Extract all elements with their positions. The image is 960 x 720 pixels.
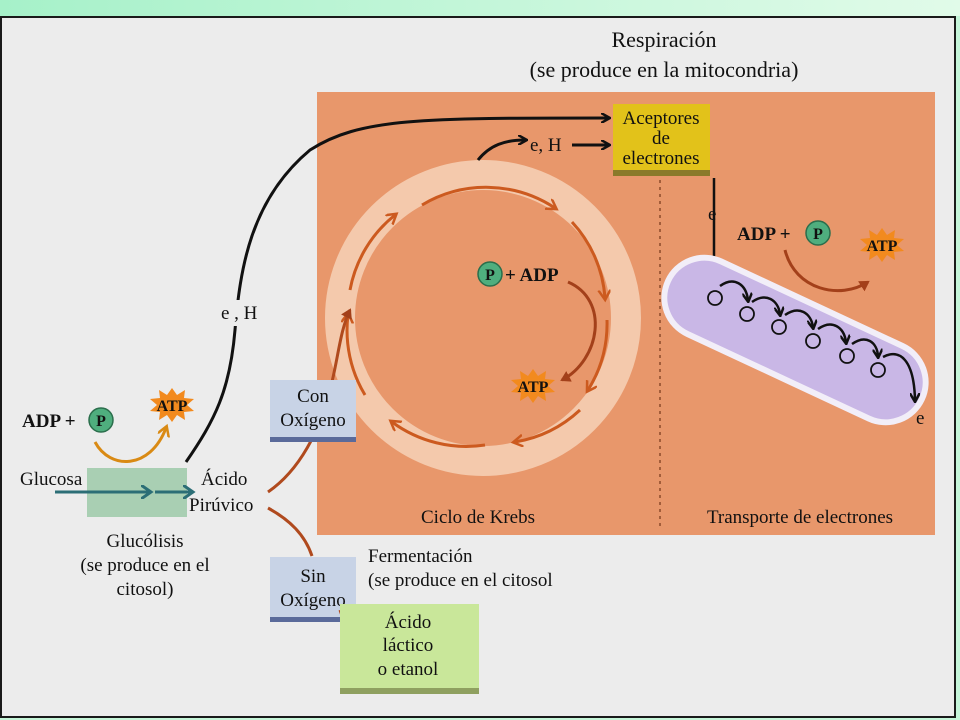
product-box-bar xyxy=(340,688,479,694)
acceptors-line1: Aceptores xyxy=(622,108,699,129)
glycolysis-label-2: (se produce en el xyxy=(80,555,209,576)
transport-e-out: e xyxy=(916,408,924,429)
acceptors-line3: electrones xyxy=(622,148,699,169)
product-line1: Ácido xyxy=(385,611,431,633)
atp-burst-icon xyxy=(150,388,194,422)
transport-membrane xyxy=(661,254,929,426)
eh-label-bg xyxy=(218,300,270,326)
phosphate-label: P xyxy=(813,226,823,243)
krebs-atp-arrow xyxy=(560,280,597,382)
top-band xyxy=(0,0,960,16)
glycolysis-atp-label: ATP xyxy=(157,398,188,415)
product-line3: o etanol xyxy=(378,659,439,680)
phosphate-label: P xyxy=(485,267,495,284)
without-oxygen-line2: Oxígeno xyxy=(280,590,345,611)
fermentation-title: Fermentación xyxy=(368,546,473,567)
glucose-label: Glucosa xyxy=(20,469,83,490)
krebs-atp-burst: ATP xyxy=(511,369,555,403)
transport-e-in: e xyxy=(708,204,716,225)
krebs-phosphate: P xyxy=(477,261,503,287)
transport-phosphate: P xyxy=(805,220,831,246)
atp-burst-icon xyxy=(511,369,555,403)
glycolysis-electron-path xyxy=(184,118,608,463)
krebs-ring xyxy=(325,160,641,476)
krebs-atp-label: ATP xyxy=(518,379,549,396)
respiration-title: Respiración xyxy=(611,27,716,52)
krebs-adp-label: + ADP xyxy=(505,265,559,286)
glycolysis-atp-burst: ATP xyxy=(150,388,194,422)
phosphate-icon xyxy=(477,261,503,287)
with-oxygen-box xyxy=(270,380,356,439)
krebs-to-acceptors-arrow xyxy=(476,140,525,161)
glycolysis-label-1: Glucólisis xyxy=(106,531,183,552)
pyruvic-line2: Pirúvico xyxy=(189,495,253,516)
glycolysis-label-3: citosol) xyxy=(117,579,174,600)
acceptors-line2: de xyxy=(652,128,670,149)
glycolysis-adp-label: ADP + xyxy=(22,411,76,432)
krebs-ring-arrows xyxy=(347,185,607,448)
lower-eh-label: e , H xyxy=(221,303,258,324)
transport-atp-burst: ATP xyxy=(860,228,904,262)
phosphate-icon xyxy=(805,220,831,246)
transport-label: Transporte de electrones xyxy=(707,507,893,528)
phosphate-icon xyxy=(88,407,114,433)
electron-carriers xyxy=(707,290,886,378)
product-line2: láctico xyxy=(383,635,434,656)
without-oxygen-box-bar xyxy=(270,617,356,622)
pyruvic-line1: Ácido xyxy=(201,468,247,490)
phosphate-label: P xyxy=(96,413,106,430)
upper-eh-label: e, H xyxy=(530,135,562,156)
transport-atp-arrow xyxy=(783,249,870,292)
with-oxygen-line1: Con xyxy=(297,386,329,407)
respiration-subtitle: (se produce en la mitocondria) xyxy=(530,57,799,82)
acceptors-box-shadow xyxy=(613,170,710,176)
with-oxygen-box-bar xyxy=(270,437,356,442)
electron-hops xyxy=(719,280,915,400)
pyruvic-to-fermentation-arrow xyxy=(267,506,314,557)
glycolysis-atp-arrow xyxy=(93,428,166,464)
fermentation-subtitle: (se produce en el citosol xyxy=(368,570,553,591)
transport-atp-label: ATP xyxy=(867,238,898,255)
product-box xyxy=(340,604,479,689)
atp-burst-icon xyxy=(860,228,904,262)
acceptors-box xyxy=(613,104,710,175)
glycolysis-phosphate: P xyxy=(88,407,114,433)
transport-adp-label: ADP + xyxy=(737,224,791,245)
with-oxygen-line2: Oxígeno xyxy=(280,410,345,431)
krebs-label: Ciclo de Krebs xyxy=(421,507,535,528)
without-oxygen-line1: Sin xyxy=(300,566,326,587)
